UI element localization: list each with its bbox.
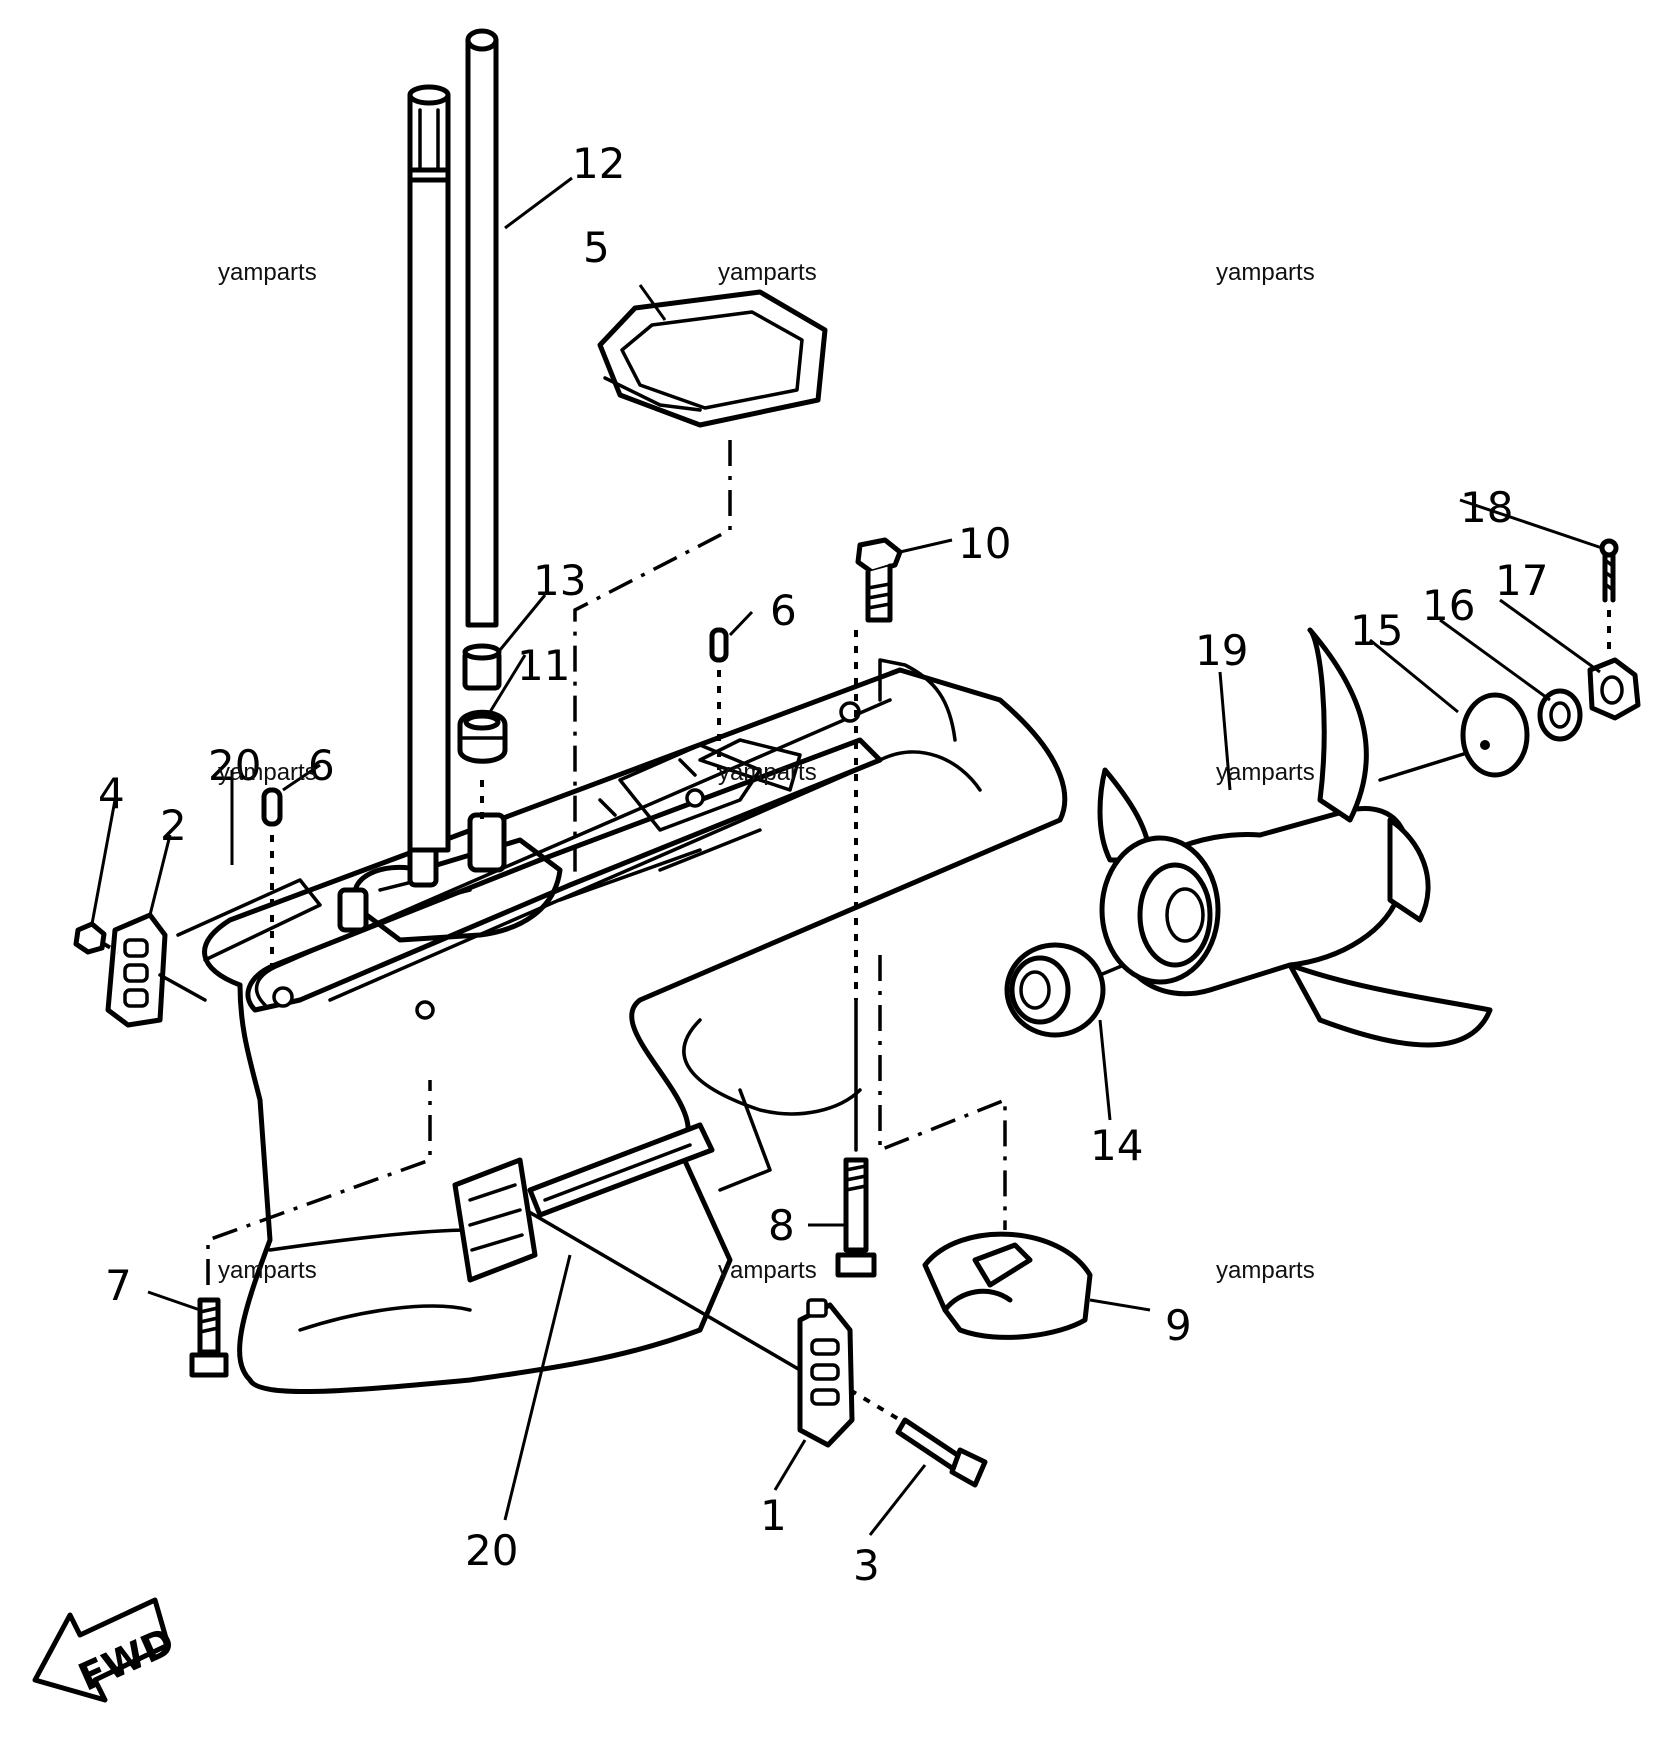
callout-6b: 6 bbox=[308, 741, 335, 790]
watermark: yamparts bbox=[218, 1257, 317, 1284]
watermark: yamparts bbox=[218, 259, 317, 286]
callout-6a: 6 bbox=[770, 586, 797, 635]
callout-11: 11 bbox=[517, 641, 570, 690]
leader-lines bbox=[90, 176, 1603, 1536]
trim-tab-9 bbox=[922, 1231, 1093, 1340]
callout-4: 4 bbox=[98, 769, 125, 818]
bolt-7 bbox=[189, 1297, 229, 1378]
decal-20a bbox=[527, 1122, 715, 1218]
dowel-pin-6a bbox=[709, 627, 729, 663]
callout-20b: 20 bbox=[465, 1526, 518, 1575]
callout-14: 14 bbox=[1090, 1121, 1143, 1170]
watermark: yamparts bbox=[718, 759, 817, 786]
callout-16: 16 bbox=[1422, 581, 1475, 630]
nut-4 bbox=[73, 921, 107, 955]
watermark: yamparts bbox=[1216, 759, 1315, 786]
watermark: yamparts bbox=[718, 1257, 817, 1284]
callout-10: 10 bbox=[958, 519, 1011, 568]
bolt-10 bbox=[855, 537, 903, 623]
gasket-5 bbox=[597, 289, 828, 428]
callout-7: 7 bbox=[105, 1261, 132, 1310]
callout-3: 3 bbox=[853, 1541, 880, 1590]
spacer-14 bbox=[1004, 942, 1106, 1038]
anode-1 bbox=[797, 1298, 855, 1448]
propeller-19 bbox=[1097, 627, 1493, 1048]
callout-9: 9 bbox=[1165, 1301, 1192, 1350]
forward-arrow: FWD bbox=[32, 1597, 181, 1703]
watermark: yamparts bbox=[218, 759, 317, 786]
nut-17 bbox=[1587, 657, 1641, 721]
callout-labels: 12 5 13 11 6 10 6 20 2 4 19 18 15 16 17 … bbox=[98, 139, 1548, 1590]
callout-12: 12 bbox=[572, 139, 625, 188]
watermark: yamparts bbox=[1216, 259, 1315, 286]
callout-2: 2 bbox=[160, 801, 187, 850]
dowel-pin-6b bbox=[261, 787, 283, 827]
grommet-11 bbox=[457, 709, 508, 764]
drive-shaft bbox=[407, 84, 451, 853]
watermark: yamparts bbox=[1216, 1257, 1315, 1284]
bushing-13 bbox=[462, 643, 502, 691]
callout-1: 1 bbox=[760, 1491, 787, 1540]
anode-2 bbox=[105, 912, 168, 1028]
bolt-3 bbox=[895, 1417, 988, 1488]
callout-20a: 20 bbox=[208, 741, 261, 790]
callout-15: 15 bbox=[1350, 606, 1403, 655]
watermark: yamparts bbox=[718, 259, 817, 286]
bolt-8 bbox=[835, 1157, 877, 1278]
callout-17: 17 bbox=[1495, 556, 1548, 605]
washer-15 bbox=[1460, 692, 1530, 778]
callout-5: 5 bbox=[583, 223, 610, 272]
callout-8: 8 bbox=[768, 1201, 795, 1250]
callout-19: 19 bbox=[1195, 626, 1248, 675]
callout-13: 13 bbox=[533, 556, 586, 605]
lower-casing bbox=[202, 658, 1068, 1395]
watermarks: yamparts yamparts yamparts yamparts yamp… bbox=[218, 259, 1315, 1284]
spacer-16 bbox=[1537, 688, 1583, 742]
cotter-pin-18 bbox=[1599, 538, 1619, 603]
decal-20b bbox=[452, 1157, 538, 1283]
callout-18: 18 bbox=[1460, 483, 1513, 532]
shift-rod bbox=[465, 28, 499, 628]
